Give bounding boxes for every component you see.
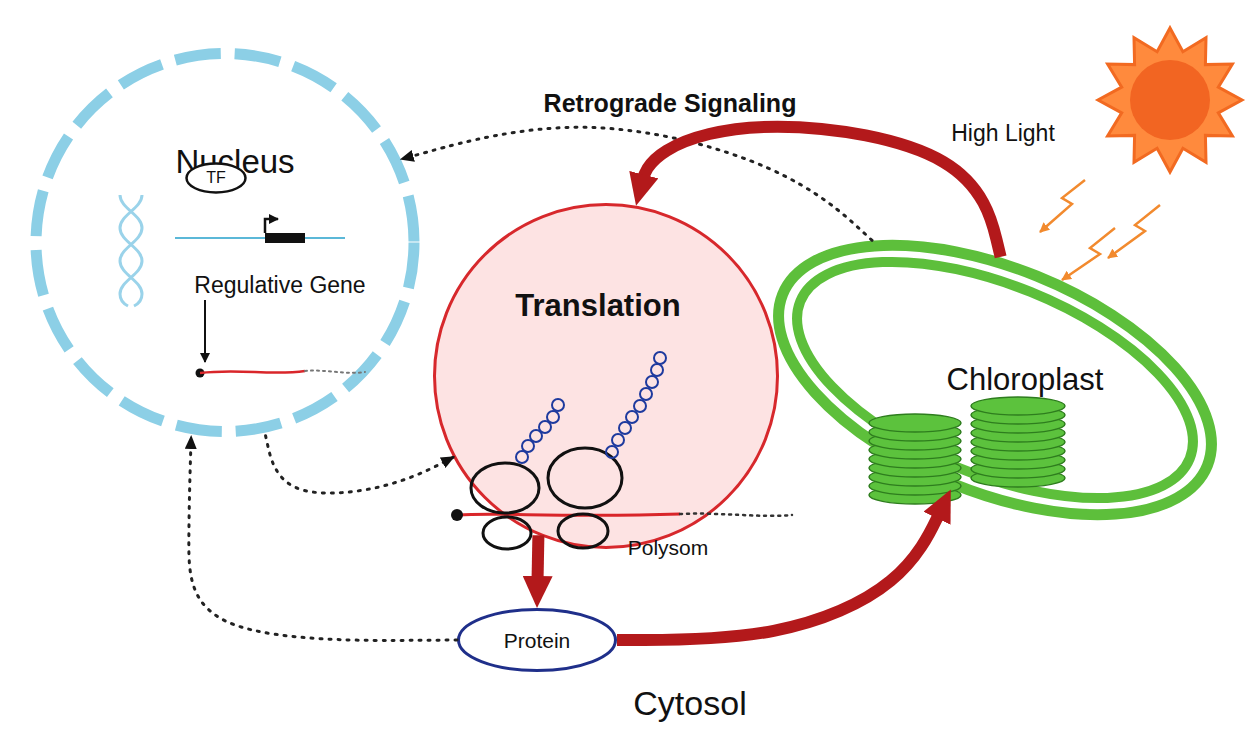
protein-oval xyxy=(459,610,616,671)
thylakoid-disc xyxy=(869,450,961,468)
light-bolt xyxy=(1040,180,1085,232)
mrna-tail xyxy=(305,371,365,373)
flow-arrow xyxy=(537,535,538,590)
flow-arrow xyxy=(640,127,1000,257)
thylakoid-disc xyxy=(869,459,961,477)
mrna-strand xyxy=(458,514,680,515)
amino-acid xyxy=(651,364,663,376)
chloroplast-node: Chloroplast xyxy=(755,245,1235,515)
thylakoid-disc xyxy=(869,486,961,504)
thylakoid-disc xyxy=(869,423,961,441)
ribosome-large-subunit xyxy=(548,448,622,508)
amino-acid xyxy=(522,440,534,452)
amino-acid xyxy=(654,352,666,364)
thylakoid-disc xyxy=(869,441,961,459)
thylakoid-disc xyxy=(971,397,1065,415)
thylakoid-disc xyxy=(869,468,961,486)
text-label: Polysom xyxy=(628,537,709,558)
thylakoid-disc xyxy=(971,433,1065,451)
light-bolt xyxy=(1108,205,1160,258)
gene-line xyxy=(175,237,345,239)
amino-acid xyxy=(539,421,551,433)
tf-oval xyxy=(187,164,246,193)
amino-acid xyxy=(612,434,624,446)
amino-acid xyxy=(606,446,618,458)
node-outline xyxy=(30,45,420,440)
thylakoid-disc xyxy=(971,460,1065,478)
thylakoid-disc xyxy=(869,477,961,495)
amino-acid xyxy=(646,376,658,388)
amino-acid xyxy=(530,430,542,442)
node-label: TF xyxy=(206,170,226,186)
text-label: Cytosol xyxy=(633,686,746,720)
edge-label: Retrograde Signaling xyxy=(544,91,797,116)
mrna-strand xyxy=(200,371,305,373)
transcription-arrow xyxy=(204,300,206,362)
thylakoid-disc xyxy=(971,424,1065,442)
inner-membrane xyxy=(765,213,1226,546)
protein-node: Protein xyxy=(457,608,617,672)
translation-node: Translation xyxy=(433,203,779,549)
thylakoid-disc xyxy=(971,442,1065,460)
mrna-cap xyxy=(196,369,205,378)
node-outline xyxy=(433,203,779,549)
thylakoid-stack xyxy=(971,397,1065,487)
thylakoid-stack xyxy=(869,414,961,504)
outer-membrane xyxy=(741,190,1250,569)
translation-circle xyxy=(435,205,778,548)
amino-acid xyxy=(516,451,528,463)
transcription-factor-node: TF xyxy=(185,162,247,194)
amino-acid xyxy=(640,388,652,400)
mrna-cap xyxy=(451,509,463,521)
thylakoid-disc xyxy=(869,432,961,450)
thylakoid-disc xyxy=(971,415,1065,433)
amino-acid xyxy=(547,411,559,423)
thylakoid-disc xyxy=(971,451,1065,469)
peptide-chain xyxy=(516,399,564,463)
node-label: Protein xyxy=(504,630,571,651)
thylakoid-disc xyxy=(971,406,1065,424)
amino-acid xyxy=(626,411,638,423)
sun-rays xyxy=(1098,28,1242,172)
amino-acid xyxy=(552,399,564,411)
gene-body xyxy=(265,233,305,243)
thylakoid-disc xyxy=(869,414,961,432)
promoter-arrow xyxy=(265,219,278,233)
sun-disc xyxy=(1130,60,1210,140)
nucleus-node: NucleusTF xyxy=(30,45,420,440)
flow-arrow xyxy=(617,506,943,640)
dna-strand xyxy=(120,195,142,306)
amino-acid xyxy=(634,400,646,412)
node-label: Translation xyxy=(515,290,680,321)
signal-arrow xyxy=(266,436,454,493)
amino-acid xyxy=(619,422,631,434)
mrna-tail xyxy=(680,514,792,516)
nucleus-envelope xyxy=(36,54,414,432)
text-label: Regulative Gene xyxy=(194,274,365,297)
chloroplast-envelope xyxy=(741,190,1250,569)
signal-arrow xyxy=(402,127,872,240)
text-label: High Light xyxy=(951,122,1055,145)
light-bolt xyxy=(1062,228,1115,280)
ribosome-small-subunit xyxy=(483,517,531,549)
node-label: Chloroplast xyxy=(947,364,1104,395)
thylakoid-disc xyxy=(971,469,1065,487)
ribosome-small-subunit xyxy=(558,514,608,548)
peptide-chain xyxy=(606,352,666,458)
dna-strand xyxy=(120,195,142,306)
signal-arrow xyxy=(189,437,457,640)
ribosome-large-subunit xyxy=(471,463,539,513)
